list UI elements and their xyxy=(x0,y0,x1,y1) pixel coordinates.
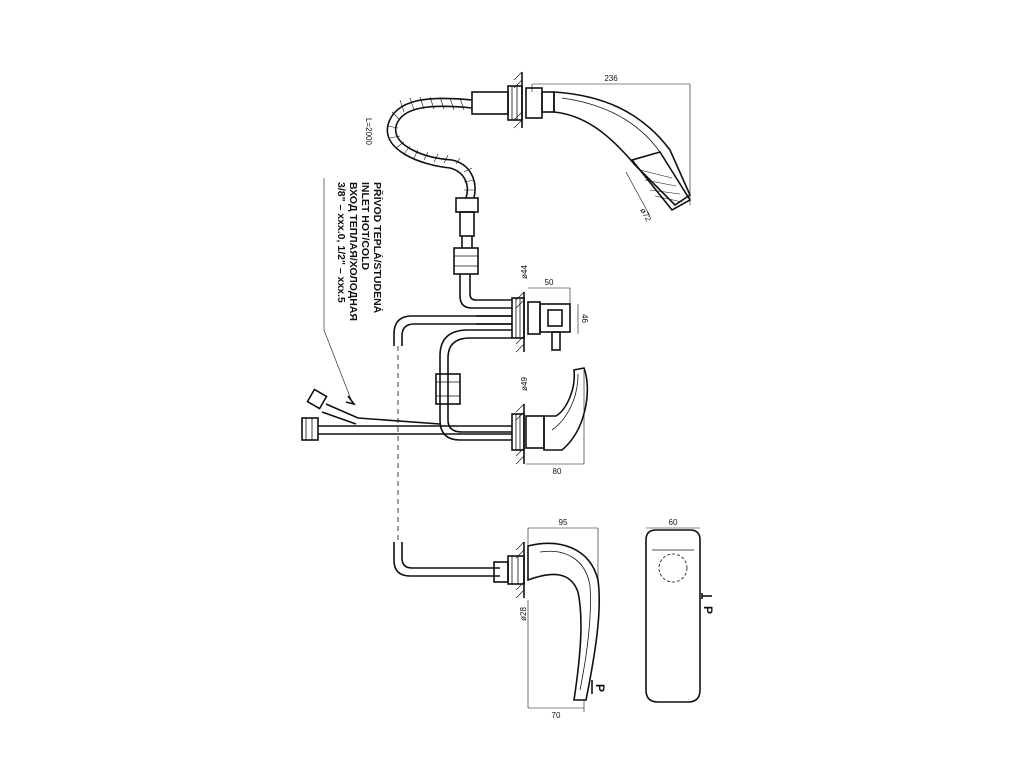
shower-handle xyxy=(553,91,692,207)
spout-assembly: 95 70 ø28 P xyxy=(393,518,607,720)
dim-spout-width: 60 xyxy=(669,518,678,527)
mixer-body xyxy=(525,415,545,449)
nut xyxy=(507,85,523,121)
shower-assembly: 236 ø72 L=2000 xyxy=(364,71,692,309)
diverter-body xyxy=(539,303,571,333)
inlet-note-ru: ВХОД ТЕПЛАЯ/ХОЛОДНАЯ xyxy=(347,182,359,321)
spout-front-hole xyxy=(658,553,688,583)
mixer-lever xyxy=(543,367,589,451)
dim-diverter-width: 50 xyxy=(545,278,554,287)
dim-spout-height: 70 xyxy=(552,711,561,720)
inlet-note-en: INLET HOT/COLD xyxy=(359,182,371,270)
dim-spout-hole: ø28 xyxy=(519,607,528,621)
dim-mixer-depth: 80 xyxy=(553,467,562,476)
spout-front-outline xyxy=(645,529,701,703)
spout-front-view: 60 P xyxy=(645,518,715,703)
inlet-fitting xyxy=(301,417,319,441)
diverter-nut xyxy=(511,297,525,339)
dim-mixer-hole: ø49 xyxy=(520,377,529,391)
spout-body xyxy=(527,542,601,701)
dim-diverter-hole: ø44 xyxy=(520,265,529,279)
inlet-note-sizes: 3/8" – xxx.0, 1/2" – xxx.5 xyxy=(335,182,347,303)
inlet-leader-line xyxy=(323,178,353,403)
mixer-pipe-nut xyxy=(435,373,461,405)
hose-connector xyxy=(471,91,509,115)
hose-length-label: L=2000 xyxy=(364,118,373,145)
dim-spout-reach: 95 xyxy=(559,518,568,527)
hose-lower-nut xyxy=(453,247,479,275)
dim-diverter-height: 46 xyxy=(580,314,589,323)
dim-head-length: 236 xyxy=(604,74,618,83)
dim-head-diameter: ø72 xyxy=(638,207,653,224)
diverter-assembly: 50 46 ø44 xyxy=(393,265,589,353)
inlet-note-cz: PŘÍVOD TEPLÁ/STUDENÁ xyxy=(371,182,384,314)
diverter-knob xyxy=(551,331,561,351)
inlet-note: PŘÍVOD TEPLÁ/STUDENÁ INLET HOT/COLD ВХОД… xyxy=(323,178,384,406)
wall-hatch-spout xyxy=(515,541,525,599)
mixer-assembly: 80 ø49 xyxy=(301,329,589,476)
spout-pipe-nut xyxy=(493,561,509,583)
shower-hose xyxy=(386,97,473,199)
section-mark-p-side: P xyxy=(593,684,607,692)
section-mark-p-front: P xyxy=(701,606,715,614)
holder-nut xyxy=(525,87,543,119)
